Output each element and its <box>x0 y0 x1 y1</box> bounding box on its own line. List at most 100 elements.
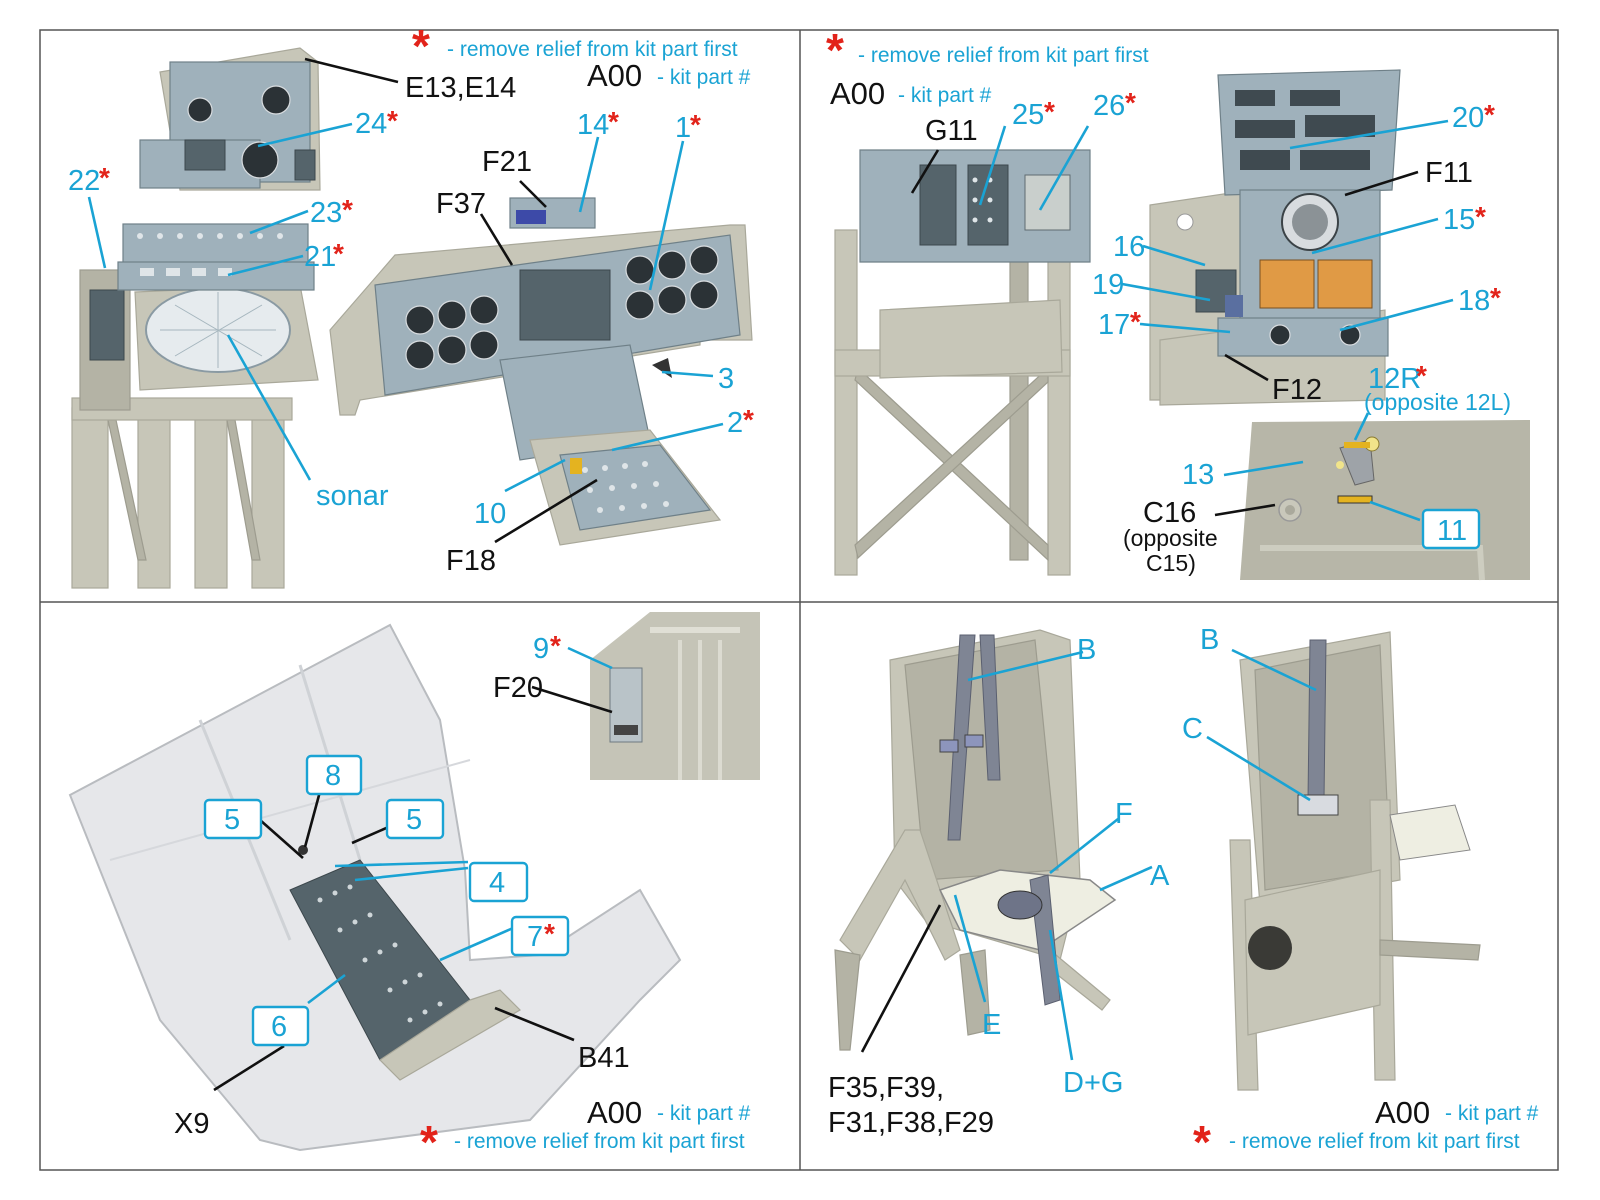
label-b-rear: B <box>1200 624 1219 656</box>
label-17: 17 <box>1098 309 1130 341</box>
legend-kit-part: - kit part # <box>1445 1102 1539 1125</box>
callout-box-11 <box>1421 508 1481 550</box>
q3-callouts: 9 * F20 8 5 5 4 7 * 6 B41 X9 <box>174 630 630 1140</box>
label-5-right: 5 <box>406 804 422 836</box>
legend-kit-code: A00 <box>1375 1095 1430 1130</box>
label-22: 22 <box>68 165 100 197</box>
f20-inset-illustration <box>590 612 760 780</box>
seat-rear-illustration <box>1229 631 1481 1091</box>
legend-remove-relief: - remove relief from kit part first <box>858 44 1149 67</box>
asterisk-7: * <box>544 918 555 949</box>
label-1: 1 <box>675 112 691 144</box>
label-26: 26 <box>1093 90 1125 122</box>
legend-remove-relief: - remove relief from kit part first <box>1229 1130 1520 1153</box>
asterisk-22: * <box>99 162 110 193</box>
label-3: 3 <box>718 363 734 395</box>
sheet-frame <box>39 29 1559 1171</box>
callout-box-4 <box>468 861 529 903</box>
label-9: 9 <box>533 633 549 665</box>
label-d-plus-g: D+G <box>1063 1067 1123 1099</box>
asterisk-2: * <box>743 404 754 435</box>
label-25: 25 <box>1012 99 1044 131</box>
label-f37: F37 <box>436 188 486 220</box>
quadrant-stand <box>834 69 1530 581</box>
label-14: 14 <box>577 109 609 141</box>
asterisk-15: * <box>1475 201 1486 232</box>
q2-callouts: G11 25 * 26 * 20 * F11 15 * 16 19 17 * 1… <box>925 87 1511 576</box>
label-opposite-c15-line1: (opposite <box>1123 525 1218 551</box>
callout-box-5-left <box>203 798 263 840</box>
legend-kit-part: - kit part # <box>657 1102 751 1125</box>
legend-kit-code: A00 <box>587 58 642 93</box>
asterisk-21: * <box>333 238 344 269</box>
asterisk-24: * <box>387 105 398 136</box>
quadrant-console <box>71 47 753 589</box>
callout-box-7 <box>510 915 570 957</box>
callout-box-5-right <box>385 798 445 840</box>
label-7: 7 <box>527 921 543 953</box>
label-a: A <box>1150 860 1170 892</box>
label-e13-e14: E13,E14 <box>405 72 516 104</box>
label-24: 24 <box>355 108 387 140</box>
label-opposite-12l: (opposite 12L) <box>1364 389 1511 415</box>
label-5-left: 5 <box>224 804 240 836</box>
quadrant-roof <box>68 612 760 1152</box>
asterisk-23: * <box>342 194 353 225</box>
asterisk-14: * <box>608 106 619 137</box>
legend-top-right: * - remove relief from kit part first A0… <box>826 24 1149 111</box>
label-f20: F20 <box>493 672 543 704</box>
asterisk-9: * <box>550 630 561 661</box>
label-b41: B41 <box>578 1042 630 1074</box>
label-f: F <box>1115 798 1133 830</box>
label-c16: C16 <box>1143 497 1196 529</box>
sonar-stand-illustration <box>71 47 321 589</box>
label-sonar: sonar <box>316 480 389 512</box>
instrument-panel-illustration <box>329 197 753 546</box>
roof-panel-illustration <box>68 623 682 1152</box>
q4-callouts: B F A E D+G F35,F39, F31,F38,F29 B C <box>828 624 1219 1139</box>
legend-bottom-left: A00 - kit part # * - remove relief from … <box>420 1095 751 1168</box>
label-f18: F18 <box>446 545 496 577</box>
q1-callouts: E13,E14 24 * 22 * 23 * 21 * sonar 14 * 1… <box>68 72 754 577</box>
asterisk-25: * <box>1044 96 1055 127</box>
label-b-front: B <box>1077 634 1096 666</box>
label-15: 15 <box>1443 204 1475 236</box>
label-11: 11 <box>1437 515 1467 547</box>
label-21: 21 <box>304 241 336 273</box>
label-18: 18 <box>1458 285 1490 317</box>
asterisk-17: * <box>1130 306 1141 337</box>
legend-top-left: * - remove relief from kit part first A0… <box>412 20 751 93</box>
label-20: 20 <box>1452 102 1484 134</box>
label-4: 4 <box>489 867 505 899</box>
quadrant-seats <box>834 629 1481 1091</box>
legend-kit-part: - kit part # <box>898 84 992 107</box>
asterisk-mark: * <box>412 20 430 72</box>
label-10: 10 <box>474 498 506 530</box>
label-13: 13 <box>1182 459 1214 491</box>
label-2: 2 <box>727 407 743 439</box>
label-23: 23 <box>310 197 342 229</box>
label-8: 8 <box>325 760 341 792</box>
legend-kit-code: A00 <box>587 1095 642 1130</box>
legend-kit-code: A00 <box>830 76 885 111</box>
legend-bottom-right: A00 - kit part # * - remove relief from … <box>1193 1095 1539 1168</box>
callout-box-8 <box>305 754 363 796</box>
label-opposite-c15-line2: C15) <box>1146 550 1196 576</box>
detail-inset <box>1240 420 1530 581</box>
label-f12: F12 <box>1272 374 1322 406</box>
label-f31-f38-f29: F31,F38,F29 <box>828 1107 994 1139</box>
label-g11: G11 <box>925 115 978 147</box>
asterisk-18: * <box>1490 282 1501 313</box>
label-x9: X9 <box>174 1108 209 1140</box>
asterisk-1: * <box>690 109 701 140</box>
asterisk-mark: * <box>826 24 844 76</box>
seat-front-illustration <box>834 629 1117 1051</box>
asterisk-mark: * <box>1193 1116 1211 1168</box>
label-19: 19 <box>1092 269 1124 301</box>
label-e: E <box>982 1009 1001 1041</box>
stand-illustration <box>834 149 1091 576</box>
asterisk-mark: * <box>420 1116 438 1168</box>
legend-remove-relief: - remove relief from kit part first <box>447 38 738 61</box>
label-f11: F11 <box>1425 157 1473 189</box>
